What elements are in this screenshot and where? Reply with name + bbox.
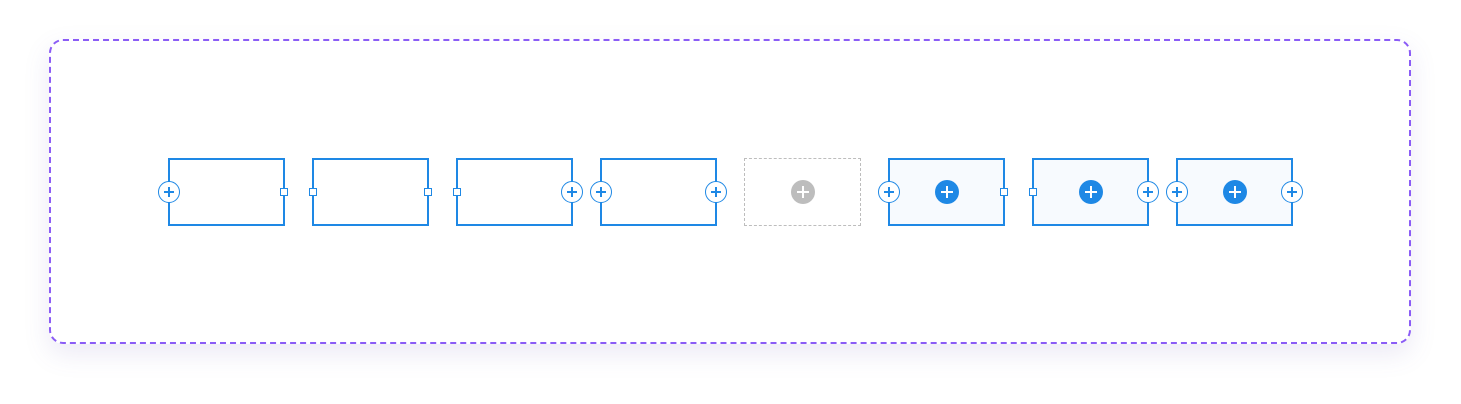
add-right-plus-icon[interactable] (705, 181, 727, 203)
node-6[interactable] (878, 158, 1008, 226)
left-square-handle-icon[interactable] (453, 188, 461, 196)
add-left-plus-icon[interactable] (878, 181, 900, 203)
add-right-plus-icon[interactable] (1137, 181, 1159, 203)
right-square-handle-icon[interactable] (1000, 188, 1008, 196)
node-4[interactable] (590, 158, 727, 226)
node-1[interactable] (158, 158, 288, 226)
right-square-handle-icon[interactable] (424, 188, 432, 196)
add-right-plus-icon[interactable] (561, 181, 583, 203)
node-3[interactable] (453, 158, 583, 226)
node-8[interactable] (1166, 158, 1303, 226)
node-5-placeholder[interactable] (744, 158, 861, 226)
add-left-plus-icon[interactable] (1166, 181, 1188, 203)
left-square-handle-icon[interactable] (309, 188, 317, 196)
node-7[interactable] (1029, 158, 1159, 226)
add-node-plus-icon[interactable] (1222, 180, 1247, 204)
node-2[interactable] (309, 158, 432, 226)
add-left-plus-icon[interactable] (590, 181, 612, 203)
left-square-handle-icon[interactable] (1029, 188, 1037, 196)
add-right-plus-icon[interactable] (1281, 181, 1303, 203)
add-node-plus-icon[interactable] (1078, 180, 1103, 204)
add-left-plus-icon[interactable] (158, 181, 180, 203)
add-node-plus-icon[interactable] (790, 180, 815, 204)
add-node-plus-icon[interactable] (934, 180, 959, 204)
right-square-handle-icon[interactable] (280, 188, 288, 196)
